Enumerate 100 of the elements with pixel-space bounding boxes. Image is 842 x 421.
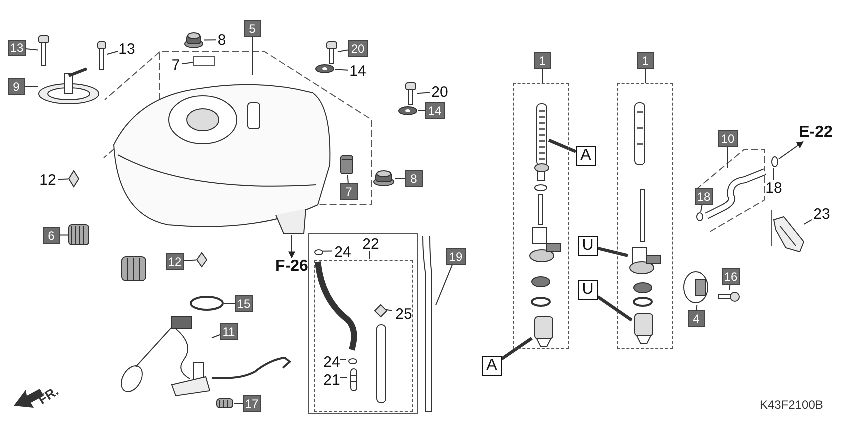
fuel-pump-drawing xyxy=(120,315,212,397)
assembly-frame xyxy=(617,83,673,349)
leader-line xyxy=(416,92,430,94)
assembly-frame xyxy=(308,233,418,414)
callout-number: 1 xyxy=(534,52,551,69)
callout-number: 24 xyxy=(322,354,342,370)
bolt-drawing xyxy=(38,36,50,66)
leader-line xyxy=(26,48,38,51)
leader-line xyxy=(700,204,703,212)
leader-line xyxy=(334,69,348,71)
callout-number: 17 xyxy=(243,395,261,412)
nut-drawing xyxy=(216,396,234,411)
callout-letter: A xyxy=(576,146,596,166)
callout-number: 18 xyxy=(765,180,783,196)
leader-line xyxy=(322,250,332,252)
callout-number: 14 xyxy=(425,102,445,119)
callout-number: 5 xyxy=(244,20,261,37)
leader-line xyxy=(418,110,426,112)
assembly-frame xyxy=(314,260,413,412)
bracket-drawing xyxy=(772,216,804,252)
leader-line xyxy=(548,138,577,154)
leader-line xyxy=(696,304,698,310)
callout-number: 9 xyxy=(8,78,25,95)
leader-line xyxy=(501,337,533,360)
bolt-drawing xyxy=(718,290,740,304)
ring-drawing xyxy=(348,358,358,365)
grommet-drawing xyxy=(184,32,204,49)
leader-line xyxy=(58,178,68,180)
callout-number: 8 xyxy=(405,170,423,187)
callout-number: 13 xyxy=(118,41,136,57)
leader-line xyxy=(394,178,406,179)
leader-line xyxy=(347,174,349,184)
bolt-drawing xyxy=(97,42,107,70)
callout-number: 19 xyxy=(446,248,466,265)
clip-drawing xyxy=(68,170,80,188)
arrow xyxy=(288,234,296,259)
clip-drawing xyxy=(196,252,208,268)
callout-number: 1 xyxy=(637,52,654,69)
leader-line xyxy=(204,40,216,41)
ring-drawing xyxy=(696,212,704,222)
o-ring-drawing xyxy=(190,296,224,311)
callout-number: 23 xyxy=(812,206,832,222)
callout-number: 15 xyxy=(235,295,253,312)
ring-drawing xyxy=(314,249,324,256)
sediment-cup-drawing xyxy=(533,316,555,348)
callout-number: 22 xyxy=(361,236,381,252)
washer-drawing xyxy=(398,106,418,116)
fuel-cap-drawing xyxy=(38,68,100,106)
callout-number: 24 xyxy=(333,244,353,260)
callout-number: 25 xyxy=(394,306,414,322)
callout-number: 12 xyxy=(38,172,58,188)
leader-line xyxy=(212,334,220,339)
leader-line xyxy=(24,86,38,88)
reference-label: E-22 xyxy=(795,124,837,142)
assembly-frame xyxy=(193,56,215,66)
callout-number: 14 xyxy=(348,63,368,79)
callout-number: 8 xyxy=(216,32,228,48)
reference-label: F-26 xyxy=(270,258,314,276)
strainer-drawing xyxy=(534,103,550,173)
leader-line xyxy=(340,359,346,360)
joint-drawing xyxy=(349,368,359,392)
leader-line xyxy=(542,68,543,84)
callout-number: 12 xyxy=(166,253,184,270)
leader-line xyxy=(234,403,244,404)
callout-number: 16 xyxy=(722,268,740,285)
callout-letter: U xyxy=(578,280,598,300)
callout-number: 6 xyxy=(43,227,60,244)
callout-number: 20 xyxy=(348,40,368,57)
leader-line xyxy=(252,36,253,76)
callout-number: 4 xyxy=(688,310,705,327)
bolt-drawing xyxy=(326,42,338,64)
bolt-drawing xyxy=(405,83,417,105)
callout-number: 7 xyxy=(340,183,358,200)
callout-number: 20 xyxy=(430,84,450,100)
leader-line xyxy=(597,296,633,322)
callout-number: 13 xyxy=(8,40,26,56)
ring-drawing xyxy=(771,156,779,168)
washer-drawing xyxy=(315,64,335,74)
fuel-valve-drawing xyxy=(629,246,663,276)
callout-letter: U xyxy=(578,236,598,256)
leader-line xyxy=(645,68,646,84)
leader-line xyxy=(598,246,628,258)
arrow xyxy=(778,142,804,160)
leader-line xyxy=(436,264,453,306)
rubber-pad-drawing xyxy=(340,155,354,175)
callout-number: 7 xyxy=(170,57,182,73)
callout-number: 18 xyxy=(695,188,713,205)
drawing-code: K43F2100B xyxy=(760,398,824,412)
sediment-cup-drawing xyxy=(633,313,655,345)
callout-number: 11 xyxy=(220,323,238,340)
callout-letter: A xyxy=(482,356,502,376)
nut-drawing xyxy=(68,222,90,248)
leader-line xyxy=(338,50,348,52)
leader-line xyxy=(804,219,812,226)
assembly-frame xyxy=(513,83,569,349)
leader-line xyxy=(729,284,731,290)
leader-line xyxy=(224,303,236,304)
leader-line xyxy=(184,260,196,262)
grommet-drawing xyxy=(373,170,395,187)
leader-line xyxy=(106,51,118,56)
